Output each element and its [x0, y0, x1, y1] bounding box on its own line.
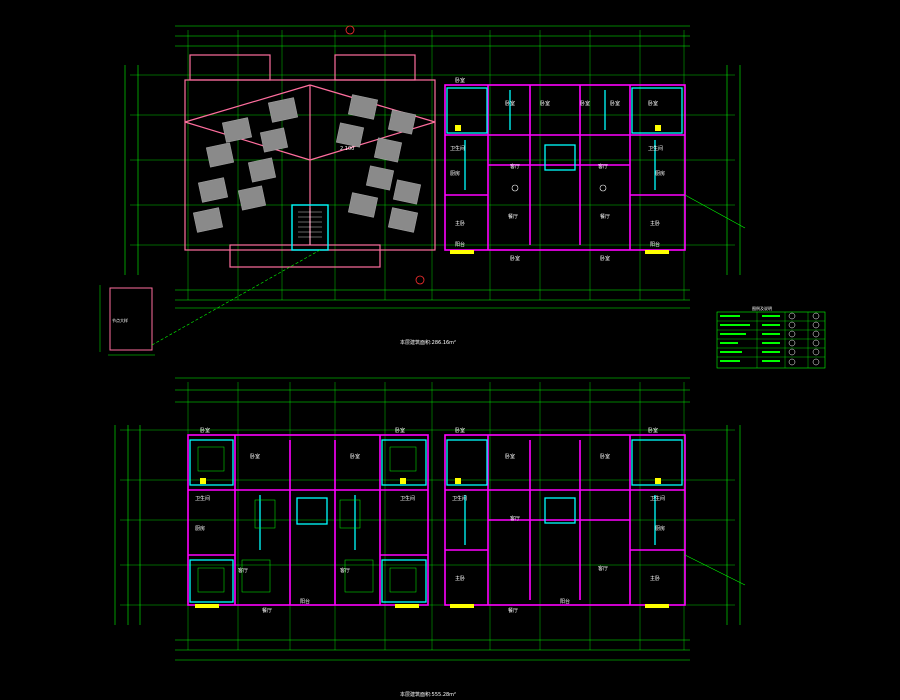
room-label: 餐厅 — [262, 607, 272, 614]
solar-panels — [193, 94, 421, 233]
room-label: 客厅 — [598, 163, 608, 170]
room-label: 客厅 — [510, 163, 520, 170]
lower-room-labels: 卧室 卧室 卧室 卧室 卧室 卧室 卧室 卧室 客厅 客厅 客厅 客厅 餐厅 餐… — [195, 427, 665, 614]
room-label: 卧室 — [350, 453, 360, 460]
upper-area-label: 本层建筑面积:286.16m² — [400, 339, 456, 346]
upper-unit-walls-cyan — [446, 87, 683, 190]
room-label: 卧室 — [505, 100, 515, 107]
room-label: 卧室 — [250, 453, 260, 460]
lower-floor-plan: 卧室 卧室 卧室 卧室 卧室 卧室 卧室 卧室 客厅 客厅 客厅 客厅 餐厅 餐… — [114, 377, 746, 698]
room-label: 客厅 — [238, 567, 248, 574]
lower-right-walls-magenta — [444, 434, 686, 606]
room-label: 主卧 — [650, 575, 660, 582]
room-label: 餐厅 — [508, 213, 518, 220]
room-label: 主卧 — [455, 220, 465, 227]
upper-section-markers — [345, 25, 607, 285]
room-label: 卧室 — [200, 427, 210, 434]
room-label: 餐厅 — [508, 607, 518, 614]
room-label: 卧室 — [648, 427, 658, 434]
detail-callout: 节点大样 — [99, 249, 321, 356]
upper-unit-walls-magenta — [444, 84, 686, 251]
room-label: 卧室 — [648, 100, 658, 107]
room-label: 厨房 — [655, 525, 665, 532]
room-label: 卫生间 — [450, 145, 465, 152]
room-label: 卫生间 — [648, 145, 663, 152]
room-label: 阳台 — [455, 241, 465, 248]
room-label: 卧室 — [395, 427, 405, 434]
room-label: 厨房 — [655, 170, 665, 177]
room-label: 主卧 — [650, 220, 660, 227]
legend-table: 图例及说明 — [716, 305, 826, 369]
room-label: 阳台 — [300, 598, 310, 605]
room-label: 卧室 — [600, 255, 610, 262]
room-label: 卧室 — [580, 100, 590, 107]
room-label: 卫生间 — [452, 495, 467, 502]
lower-dimension-lines — [114, 377, 741, 661]
lower-right-walls-cyan — [446, 439, 683, 545]
upper-balconies — [450, 125, 669, 254]
room-label: 客厅 — [340, 567, 350, 574]
upper-dimension-lines — [124, 25, 741, 309]
room-label: 卫生间 — [650, 495, 665, 502]
detail-label: 节点大样 — [112, 317, 128, 323]
room-label: 餐厅 — [600, 213, 610, 220]
upper-floor-plan: 卧室 卧室 卧室 卧室 卧室 卧室 客厅 客厅 餐厅 餐厅 卫生间 卫生间 厨房… — [124, 25, 746, 346]
room-label: 卧室 — [455, 427, 465, 434]
lower-callout-leader — [684, 554, 746, 586]
room-label: 客厅 — [598, 565, 608, 572]
room-label: 卧室 — [505, 453, 515, 460]
lower-left-walls-magenta — [187, 434, 429, 606]
room-label: 阳台 — [560, 598, 570, 605]
room-label: 卧室 — [540, 100, 550, 107]
lower-furniture — [197, 446, 417, 593]
room-label: 卫生间 — [400, 495, 415, 502]
room-label: 卧室 — [600, 453, 610, 460]
room-label: 客厅 — [510, 515, 520, 522]
roof-stair — [291, 204, 329, 251]
lower-area-label: 本层建筑面积:555.28m² — [400, 691, 456, 698]
room-label: 厨房 — [450, 170, 460, 177]
room-label: 卫生间 — [195, 495, 210, 502]
room-label: 卧室 — [610, 100, 620, 107]
legend-title: 图例及说明 — [752, 305, 772, 311]
lower-balconies — [195, 478, 669, 608]
room-label: 卧室 — [510, 255, 520, 262]
room-label: 厨房 — [195, 525, 205, 532]
upper-room-labels: 卧室 卧室 卧室 卧室 卧室 卧室 客厅 客厅 餐厅 餐厅 卫生间 卫生间 厨房… — [450, 77, 665, 262]
elevation-mark: 2.100 — [340, 146, 354, 152]
callout-leader — [684, 194, 746, 229]
room-label: 卧室 — [455, 77, 465, 84]
room-label: 阳台 — [650, 241, 660, 248]
room-label: 主卧 — [455, 575, 465, 582]
lower-left-walls-cyan — [189, 439, 427, 603]
